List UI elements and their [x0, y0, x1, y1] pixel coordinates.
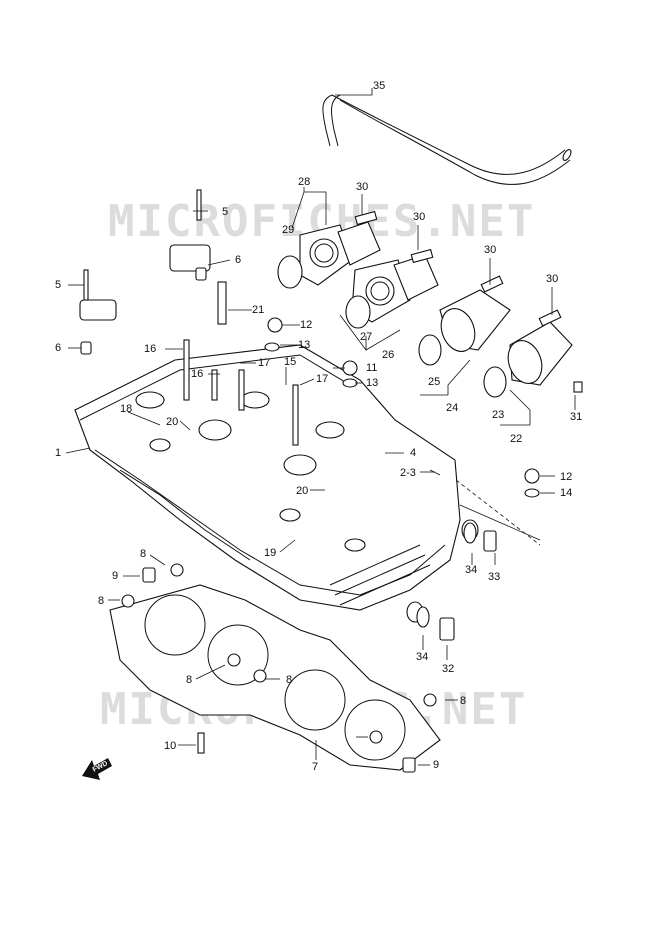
callout-9: 9	[112, 570, 118, 582]
callout-26: 26	[382, 349, 394, 361]
breather-hose	[322, 94, 572, 185]
callout-13: 13	[298, 339, 310, 351]
callout-30c: 30	[484, 244, 496, 256]
callout-21: 21	[252, 304, 264, 316]
callout-29: 29	[282, 224, 294, 236]
callout-30: 30	[356, 181, 368, 193]
callout-30d: 30	[546, 273, 558, 285]
callout-14: 14	[560, 487, 572, 499]
small-parts	[79, 189, 583, 773]
forward-arrow-icon: FWD	[82, 758, 112, 780]
callout-31: 31	[570, 411, 582, 423]
callout-22: 22	[510, 433, 522, 445]
callout-19: 19	[264, 547, 276, 559]
callout-34b: 34	[416, 651, 428, 663]
callout-8c: 8	[186, 674, 192, 686]
callout-labels: 35 28 30 29 5 30 6 30 5 30 21 12 27 26 6…	[55, 80, 582, 773]
callout-12: 12	[300, 319, 312, 331]
callout-20: 20	[166, 416, 178, 428]
callout-10: 10	[164, 740, 176, 752]
cylinder-head	[74, 344, 479, 623]
callout-12b: 12	[560, 471, 572, 483]
intake-pipe-4	[483, 321, 573, 398]
callout-30b: 30	[413, 211, 425, 223]
callout-17: 17	[258, 357, 270, 369]
callout-20b: 20	[296, 485, 308, 497]
head-gasket	[109, 584, 441, 771]
callout-28: 28	[298, 176, 310, 188]
callout-5b: 5	[55, 279, 61, 291]
callout-16b: 16	[191, 368, 203, 380]
callout-8: 8	[140, 548, 146, 560]
callout-4: 4	[410, 447, 416, 459]
callout-11: 11	[366, 362, 377, 374]
intake-pipe-3	[418, 289, 511, 366]
leader-lines	[65, 88, 576, 766]
callout-8b: 8	[98, 595, 104, 607]
callout-8e: 8	[460, 695, 466, 707]
callout-24: 24	[446, 402, 458, 414]
callout-9b: 9	[433, 759, 439, 771]
callout-34: 34	[465, 564, 477, 576]
intake-pipe-2	[345, 254, 439, 329]
callout-5: 5	[222, 206, 228, 218]
callout-23: 23	[492, 409, 504, 421]
callout-35: 35	[373, 80, 385, 92]
callout-8d: 8	[286, 674, 292, 686]
clamp-group	[354, 210, 562, 327]
intake-pipe-1	[277, 221, 381, 289]
callout-32: 32	[442, 663, 454, 675]
callout-17b: 17	[316, 373, 328, 385]
callout-33: 33	[488, 571, 500, 583]
callout-6: 6	[235, 254, 241, 266]
callout-2-3: 2-3	[400, 467, 416, 479]
callout-16: 16	[144, 343, 156, 355]
callout-6b: 6	[55, 342, 61, 354]
callout-1: 1	[55, 447, 61, 459]
callout-25: 25	[428, 376, 440, 388]
callout-15: 15	[284, 356, 296, 368]
callout-18: 18	[120, 403, 132, 415]
callout-7: 7	[312, 761, 318, 773]
callout-13b: 13	[366, 377, 378, 389]
callout-27: 27	[360, 331, 372, 343]
